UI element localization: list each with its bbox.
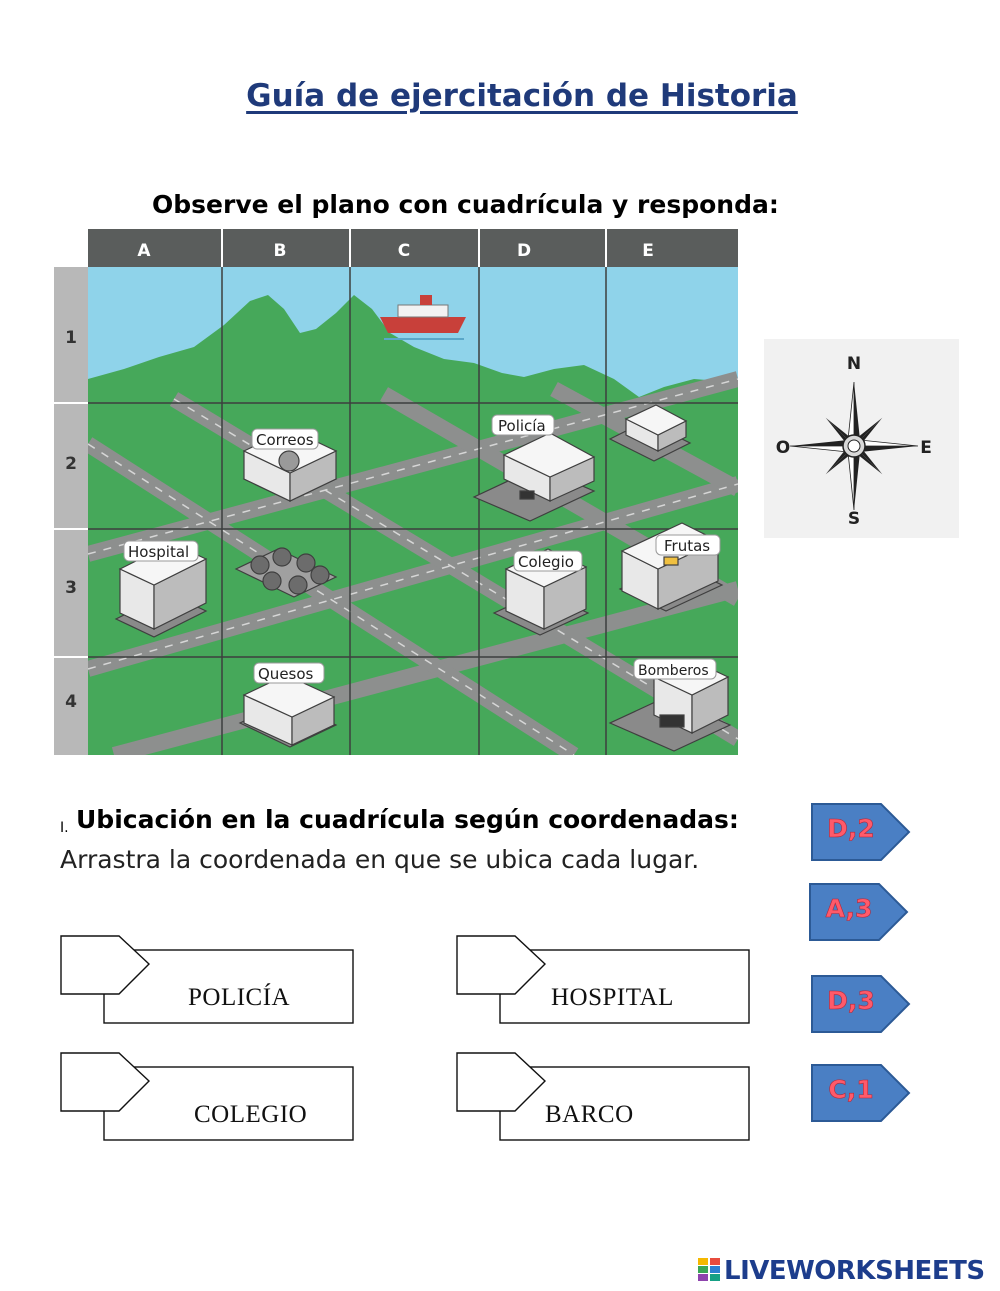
label-bomberos: Bomberos [638, 663, 709, 679]
park-trees [234, 547, 338, 598]
label-colegio: Colegio [518, 553, 574, 571]
building-correos [242, 428, 338, 502]
compass-south: S [848, 509, 860, 529]
row-header-4: 4 [65, 692, 77, 712]
building-quesos [238, 674, 338, 748]
column-header-b: B [274, 241, 287, 261]
answer-tag-label: C,1 [828, 1075, 874, 1105]
drop-target-hospital[interactable]: HOSPITAL [455, 934, 755, 1026]
compass-west: O [776, 438, 790, 458]
compass-rose: N S E O [764, 339, 959, 538]
city-grid-map: A B C D E 1 2 3 4 Correos Policía Hospit… [54, 229, 743, 763]
column-header-a: A [137, 241, 151, 261]
section-instruction: Arrastra la coordenada en que se ubica c… [60, 845, 700, 874]
liveworksheets-logo-icon [698, 1258, 720, 1282]
answer-tag-label: D,2 [827, 814, 875, 844]
drop-target-label: HOSPITAL [551, 984, 674, 1011]
map-instruction: Observe el plano con cuadrícula y respon… [152, 190, 779, 219]
page-title: Guía de ejercitación de Historia [246, 78, 798, 114]
row-header-2: 2 [65, 454, 77, 474]
compass-north: N [847, 354, 861, 374]
label-hospital: Hospital [128, 543, 189, 561]
drop-target-policia[interactable]: POLICÍA [59, 934, 359, 1026]
label-policia: Policía [498, 417, 546, 435]
answer-tag-a3[interactable]: A,3 [807, 881, 911, 945]
column-header-d: D [517, 241, 531, 261]
answer-tag-d3[interactable]: D,3 [809, 973, 913, 1037]
label-quesos: Quesos [258, 665, 314, 683]
drop-target-barco[interactable]: BARCO [455, 1051, 755, 1143]
column-header-e: E [642, 241, 654, 261]
building-policia [472, 432, 596, 522]
column-header-c: C [398, 241, 410, 261]
section-number: I. [60, 820, 69, 836]
label-frutas: Frutas [664, 537, 710, 555]
ship-icon [380, 295, 466, 340]
answer-tag-label: A,3 [825, 894, 873, 924]
label-correos: Correos [256, 431, 314, 449]
compass-east: E [920, 438, 932, 458]
row-header-1: 1 [65, 328, 77, 348]
drop-target-colegio[interactable]: COLEGIO [59, 1051, 359, 1143]
answer-tag-label: D,3 [827, 986, 875, 1016]
row-header-3: 3 [65, 578, 77, 598]
answer-tag-c1[interactable]: C,1 [809, 1062, 913, 1126]
drop-target-label: COLEGIO [194, 1101, 308, 1128]
building-unlabeled [608, 404, 692, 462]
answer-tag-d2[interactable]: D,2 [809, 801, 913, 865]
drop-target-label: POLICÍA [188, 984, 291, 1011]
drop-target-label: BARCO [545, 1101, 634, 1128]
section-title: Ubicación en la cuadrícula según coorden… [76, 805, 739, 834]
brand-name: LIVEWORKSHEETS [724, 1256, 985, 1286]
